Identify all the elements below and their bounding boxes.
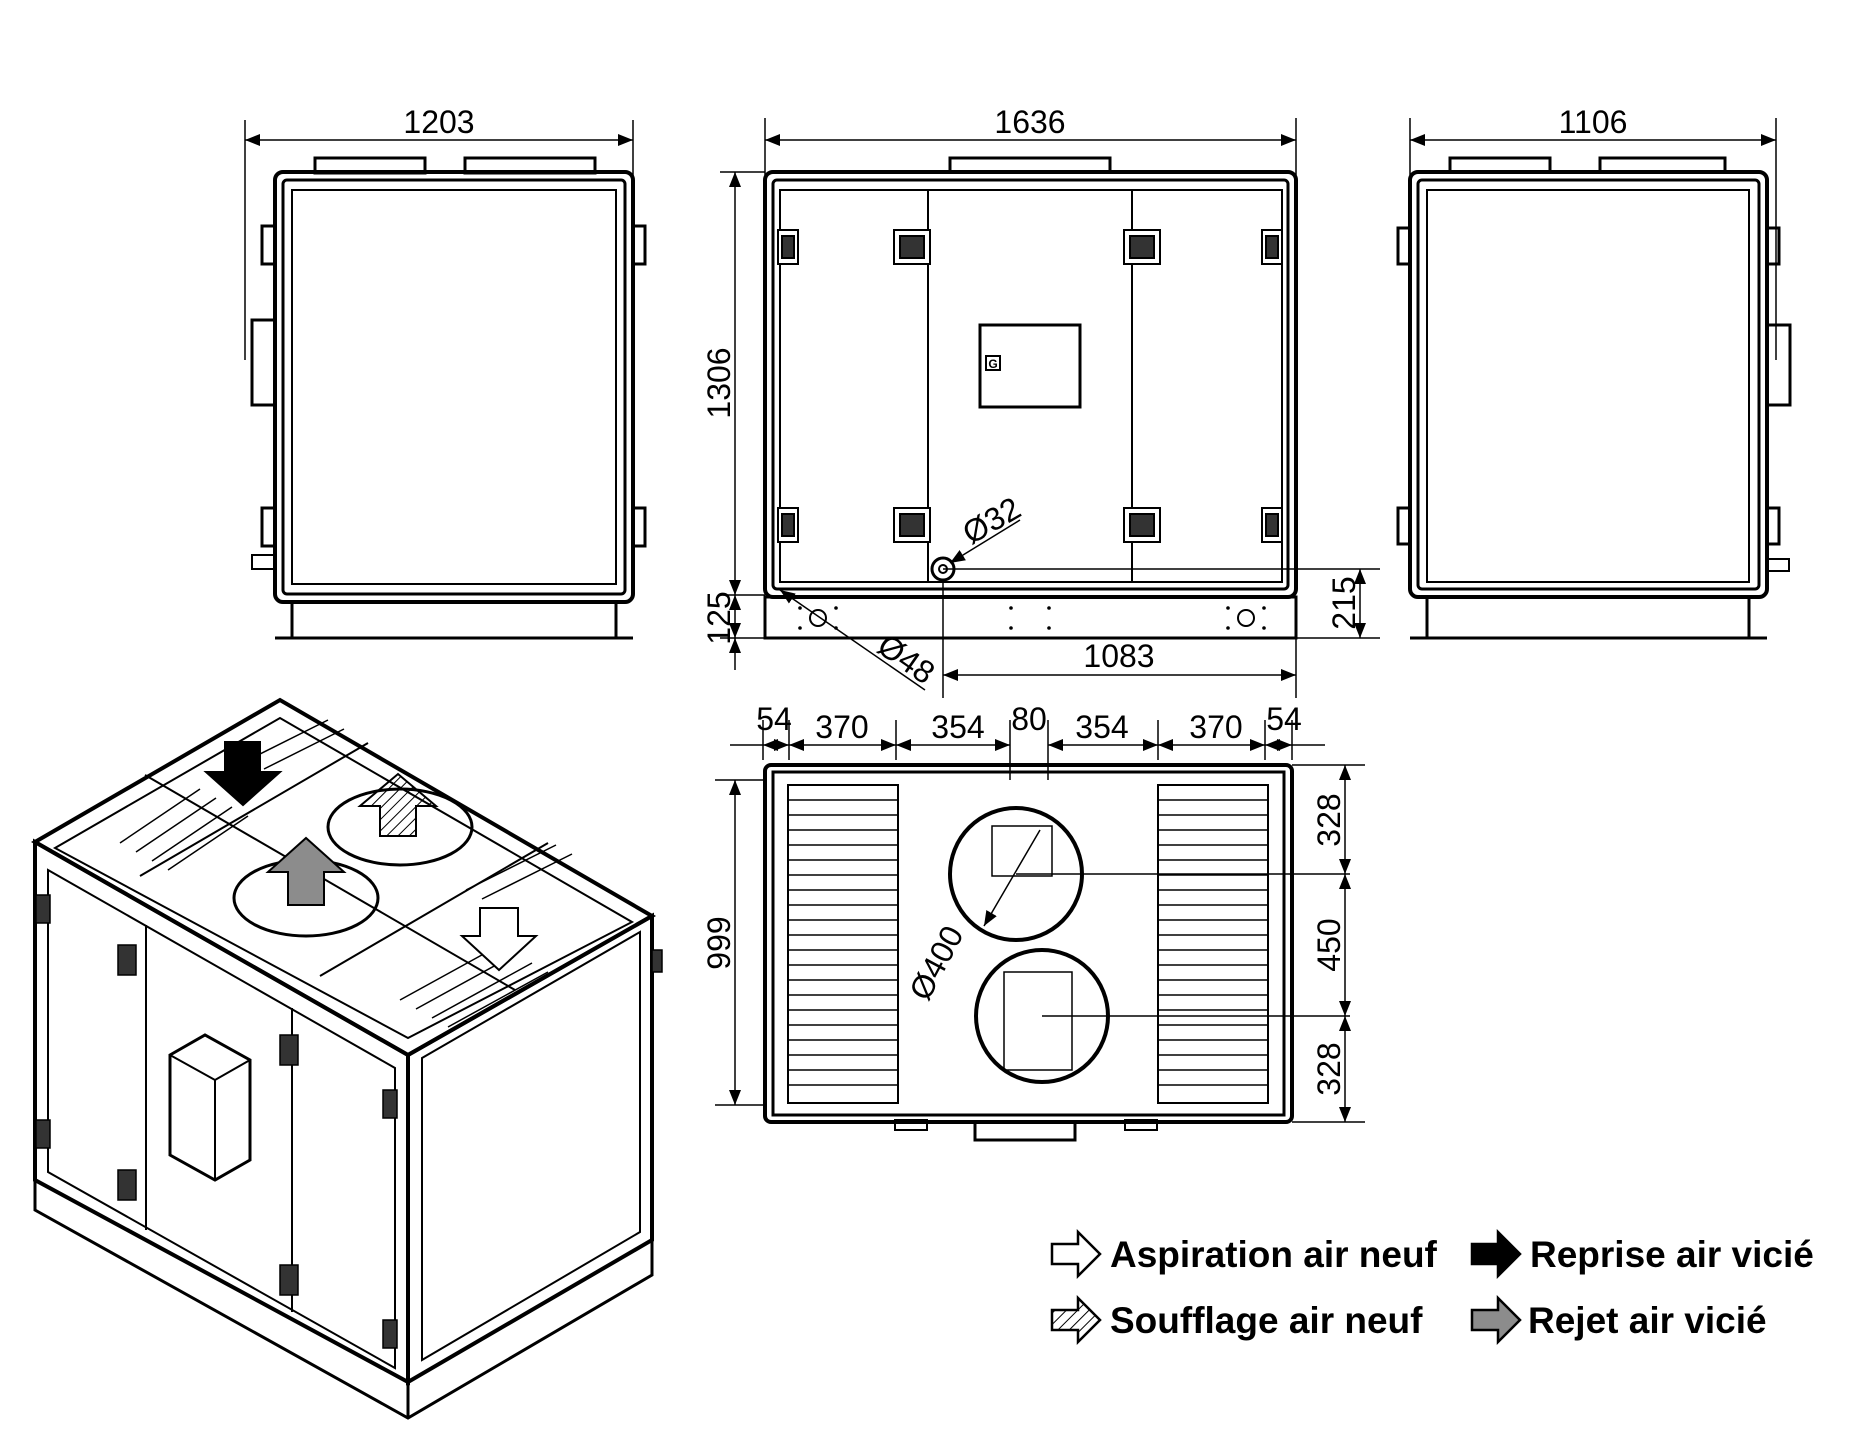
dim-label-top-370-left: 370 — [815, 709, 868, 745]
iso-top-face — [30, 697, 657, 1058]
dim-label-top-354-right: 354 — [1075, 709, 1128, 745]
dim-label-side-450: 450 — [1311, 918, 1347, 971]
legend: Aspiration air neuf Soufflage air neuf R… — [1050, 1228, 1814, 1346]
legend-item-rejet: Rejet air vicié — [1470, 1294, 1767, 1346]
dim-label-right-width: 1106 — [1559, 104, 1628, 140]
legend-arrow-grey-icon — [1470, 1294, 1522, 1346]
dim-label-top-80: 80 — [1011, 701, 1047, 737]
iso-arrow-reprise — [203, 741, 283, 807]
dim-label-height: 1306 — [701, 347, 737, 418]
iso-arrow-soufflage — [357, 772, 439, 837]
drain-48 — [809, 609, 827, 627]
iso-arrow-rejet — [265, 836, 347, 906]
legend-label-soufflage: Soufflage air neuf — [1110, 1300, 1423, 1341]
legend-label-aspiration: Aspiration air neuf — [1110, 1234, 1438, 1275]
legend-arrow-black-icon — [1470, 1228, 1522, 1280]
dim-label-1083: 1083 — [1083, 638, 1154, 674]
dim-label-side-328-top: 328 — [1311, 793, 1347, 846]
dim-label-side-328-bottom: 328 — [1311, 1042, 1347, 1095]
legend-label-reprise: Reprise air vicié — [1530, 1234, 1814, 1275]
dim-label-dia-400: Ø400 — [902, 920, 971, 1006]
front-view: 1636 1306 125 G Ø32 — [701, 104, 1380, 698]
top-view: 54 370 354 80 354 370 54 999 — [701, 701, 1365, 1142]
legend-item-reprise: Reprise air vicié — [1470, 1228, 1814, 1280]
hinges-front — [777, 229, 1283, 543]
dim-label-top-54-left: 54 — [756, 701, 792, 737]
legend-arrow-outline-icon — [1050, 1228, 1102, 1280]
dim-label-215: 215 — [1326, 576, 1362, 629]
legend-item-aspiration: Aspiration air neuf — [1050, 1228, 1438, 1280]
legend-item-soufflage: Soufflage air neuf — [1050, 1294, 1423, 1346]
isometric-view — [30, 697, 663, 1420]
filter-slats — [788, 799, 1268, 1086]
iso-right-face — [406, 912, 654, 1386]
iso-arrow-aspiration — [459, 907, 539, 972]
dim-label-base: 125 — [701, 591, 737, 644]
left-side-view: 1203 — [244, 104, 647, 640]
dim-label-front-width: 1636 — [994, 104, 1065, 140]
dim-label-depth: 999 — [701, 916, 737, 969]
iso-control-box — [168, 1033, 252, 1182]
dim-label-top-54-right: 54 — [1266, 701, 1302, 737]
dim-label-dia-32: Ø32 — [956, 490, 1026, 551]
dim-label-top-370-right: 370 — [1189, 709, 1242, 745]
legend-label-rejet: Rejet air vicié — [1528, 1300, 1767, 1341]
control-box-front — [978, 323, 1082, 409]
iso-front-face — [33, 838, 410, 1386]
dim-label-left-width: 1203 — [403, 104, 474, 140]
legend-arrow-hatched-icon — [1050, 1294, 1102, 1346]
dim-label-top-354-left: 354 — [931, 709, 984, 745]
right-side-view: 1106 — [1396, 104, 1792, 640]
svg-text:G: G — [988, 357, 997, 371]
